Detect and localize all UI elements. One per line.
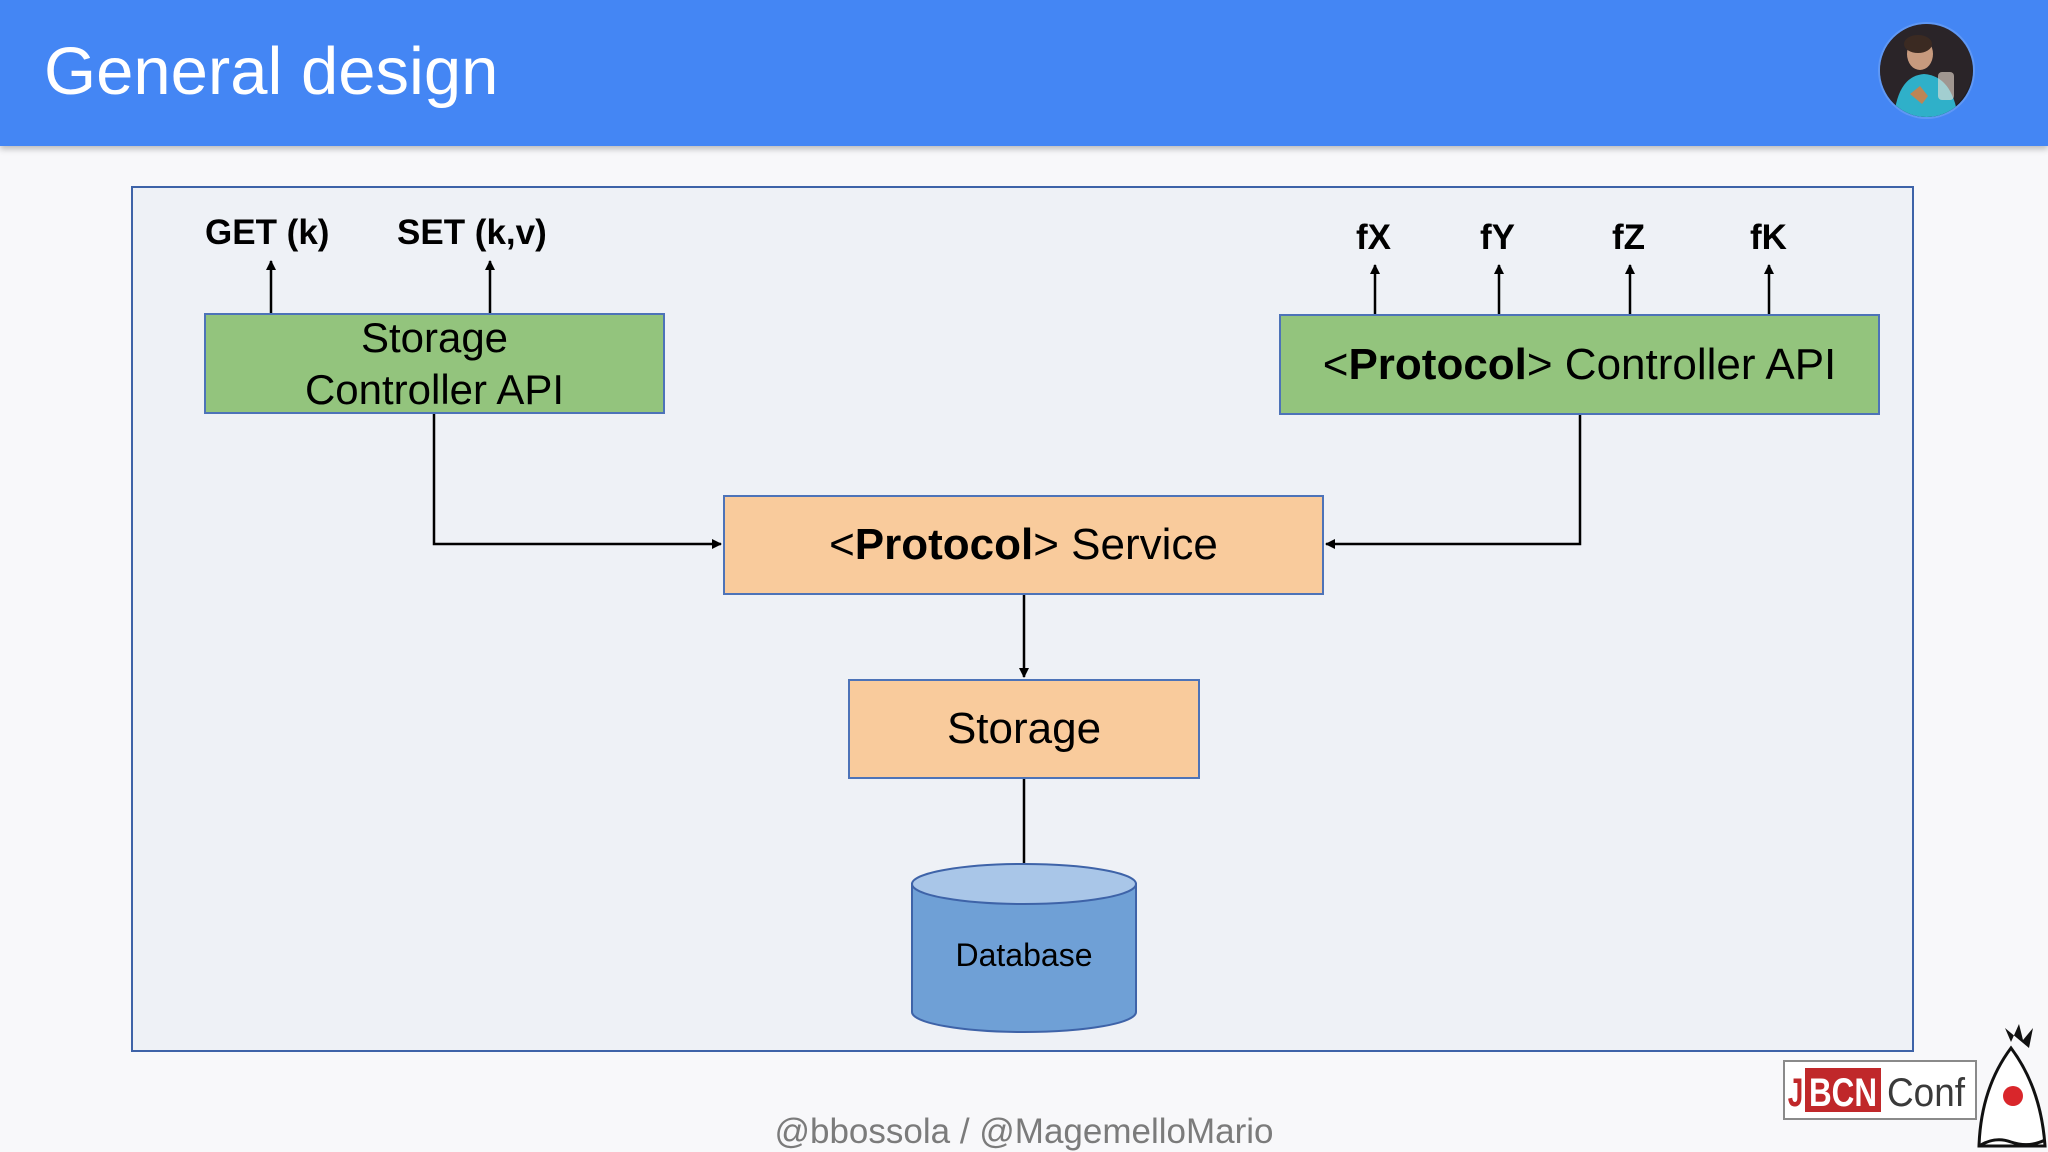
protocol-controller-suffix: > Controller API [1526, 339, 1837, 389]
storage-controller-line1: Storage [360, 313, 509, 361]
storage-label: Storage [946, 704, 1102, 753]
svg-text:Conf: Conf [1887, 1071, 1966, 1115]
header-bar: General design [0, 0, 2048, 146]
jbcn-conf-logo: J BCN Conf [1783, 1060, 1977, 1120]
connector-protocol-controller-to-service [1325, 415, 1582, 549]
protocol-controller-prefix: < [1322, 339, 1349, 389]
database-cylinder-icon [911, 863, 1137, 1033]
protocol-service-bold: Protocol [854, 520, 1034, 569]
output-label-fz: fZ [1612, 218, 1646, 257]
storage-controller-api-box: Storage Controller API [204, 313, 665, 414]
protocol-service-prefix: < [829, 520, 855, 569]
database-label: Database [955, 937, 1093, 973]
storage-controller-line2: Controller API [304, 365, 565, 413]
protocol-controller-bold: Protocol [1348, 339, 1527, 389]
output-label-get: GET (k) [205, 213, 330, 252]
output-label-fy: fY [1480, 218, 1515, 257]
output-label-fk: fK [1750, 218, 1787, 257]
presenter-avatar-icon [1880, 24, 1973, 117]
protocol-service-suffix: > Service [1033, 520, 1218, 569]
duke-mascot-icon [1977, 1024, 2047, 1148]
footer-handles: @bbossola / @MagemelloMario [774, 1112, 1274, 1151]
slide-title: General design [44, 34, 499, 109]
svg-text:J: J [1788, 1071, 1804, 1115]
protocol-controller-api-box: <Protocol> Controller API [1279, 314, 1880, 415]
connector-storage-controller-to-service [432, 414, 722, 549]
output-label-set: SET (k,v) [397, 213, 547, 252]
output-label-fx: fX [1356, 218, 1391, 257]
svg-text:BCN: BCN [1809, 1071, 1877, 1115]
storage-box: Storage [848, 679, 1200, 779]
protocol-service-box: <Protocol> Service [723, 495, 1324, 595]
